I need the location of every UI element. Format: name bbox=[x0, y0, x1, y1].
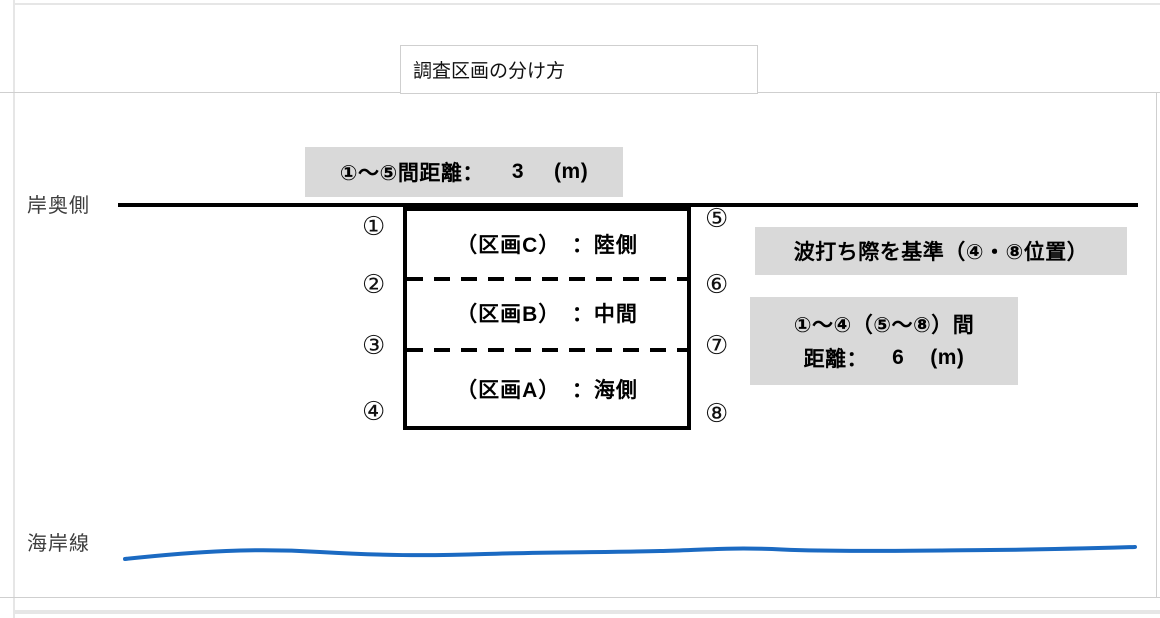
top-distance-unit: (m) bbox=[554, 160, 589, 183]
marker-1: ① bbox=[362, 211, 386, 241]
side-distance-label: 距離： bbox=[803, 348, 869, 371]
section-divider-lower bbox=[407, 348, 687, 352]
section-b-label: （区画B） ：中間 bbox=[456, 302, 638, 326]
side-distance-box: ①～④（⑤～⑧）間 距離： 6 (m) bbox=[750, 297, 1018, 385]
marker-3: ③ bbox=[362, 330, 386, 360]
shore-inner-line bbox=[118, 203, 1138, 207]
coastline-path bbox=[123, 545, 1137, 561]
section-c-row: （区画C） ：陸側 bbox=[407, 211, 687, 277]
top-distance-box: ①～⑤間距離： 3 (m) bbox=[305, 147, 623, 197]
content-bottom-border bbox=[0, 597, 1160, 598]
sheet-top-gridline bbox=[13, 3, 1160, 5]
side-distance-value: 6 bbox=[892, 346, 905, 369]
marker-6: ⑥ bbox=[705, 269, 729, 299]
marker-7: ⑦ bbox=[705, 330, 729, 360]
sheet-bottom-band bbox=[15, 610, 1160, 614]
diagram-title-box: 調査区画の分け方 bbox=[400, 45, 758, 94]
section-b-row: （区画B） ：中間 bbox=[407, 281, 687, 344]
marker-4: ④ bbox=[362, 396, 386, 426]
survey-plot-rect: （区画C） ：陸側 （区画B） ：中間 （区画A） ：海側 bbox=[403, 207, 691, 430]
marker-8: ⑧ bbox=[705, 398, 729, 428]
top-distance-label: ①～⑤間距離： bbox=[339, 162, 484, 185]
top-distance-value: 3 bbox=[511, 160, 525, 183]
waterline-reference-text: 波打ち際を基準（④・⑧位置） bbox=[793, 241, 1089, 264]
marker-2: ② bbox=[362, 269, 386, 299]
waterline-reference-box: 波打ち際を基準（④・⑧位置） bbox=[755, 227, 1127, 275]
side-distance-unit: (m) bbox=[930, 346, 965, 369]
diagram-title: 調査区画の分け方 bbox=[413, 61, 566, 82]
coastline-label: 海岸線 bbox=[27, 533, 90, 555]
section-divider-upper bbox=[407, 277, 687, 281]
marker-5: ⑤ bbox=[705, 203, 729, 233]
section-a-label: （区画A） ：海側 bbox=[456, 379, 638, 402]
shore-inner-label: 岸奥側 bbox=[27, 195, 90, 217]
content-right-border bbox=[1156, 92, 1157, 597]
side-distance-line1: ①～④（⑤～⑧）間 bbox=[793, 314, 975, 337]
section-c-label: （区画C） ：陸側 bbox=[456, 234, 638, 257]
side-distance-line2: 距離： 6 (m) bbox=[804, 343, 965, 373]
section-a-row: （区画A） ：海側 bbox=[407, 352, 687, 426]
sheet-left-gridline bbox=[13, 0, 15, 618]
